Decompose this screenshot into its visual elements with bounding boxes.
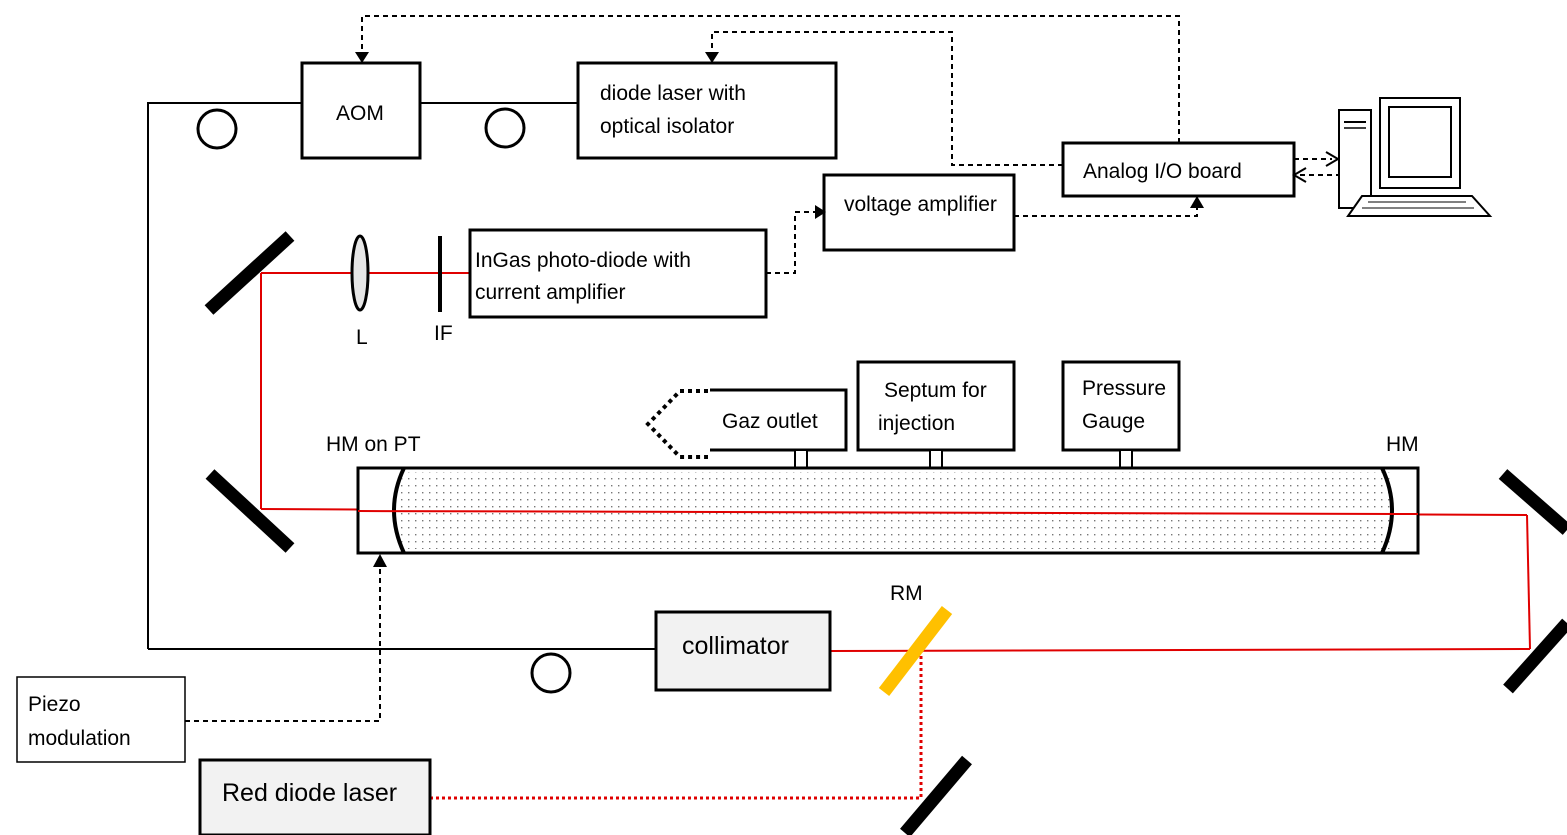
fiber-loop-3 bbox=[530, 652, 572, 694]
rm-label: RM bbox=[890, 582, 923, 605]
septum-box bbox=[856, 360, 1016, 452]
port-pressure-gauge bbox=[1119, 449, 1133, 469]
diode-laser-box bbox=[576, 61, 838, 160]
diode-laser-label-line-1: diode laser with bbox=[600, 82, 746, 105]
beam-in-cell bbox=[357, 510, 1419, 515]
voltage-amplifier-label: voltage amplifier bbox=[844, 193, 997, 216]
port-gaz-outlet bbox=[794, 449, 808, 469]
piezo-modulation-box bbox=[16, 676, 186, 763]
septum-label-1: Septum for bbox=[884, 379, 987, 402]
mirror-lower-left bbox=[205, 469, 295, 553]
aom-label: AOM bbox=[336, 102, 384, 125]
arrow-to-board bbox=[1292, 167, 1307, 183]
red-mirror-rm bbox=[878, 606, 953, 696]
red-diode-laser-box bbox=[198, 758, 432, 835]
piezo-label-1: Piezo bbox=[28, 693, 81, 716]
pressure-gauge-label-2: Gauge bbox=[1082, 410, 1145, 433]
hm-label: HM bbox=[1386, 433, 1419, 456]
arrow-to-cell bbox=[373, 554, 387, 567]
red-alignment-beam bbox=[430, 649, 923, 800]
arrow-to-analog-board bbox=[1190, 196, 1204, 208]
lens-l bbox=[350, 234, 370, 312]
fiber-path bbox=[147, 102, 657, 650]
photodiode-box bbox=[468, 228, 768, 319]
aom-box bbox=[300, 61, 422, 160]
gaz-outlet-arrow bbox=[645, 389, 708, 459]
port-septum bbox=[929, 449, 943, 469]
gas-cell-fill bbox=[400, 472, 1390, 549]
voltage-amplifier-box bbox=[822, 173, 1016, 252]
diode-laser-label-2: optical isolator bbox=[600, 115, 734, 138]
arrow-to-aom bbox=[355, 52, 369, 63]
photodiode-label-1: InGas photo-diode with bbox=[475, 249, 691, 272]
collimator-box bbox=[654, 610, 832, 692]
collimator-label: collimator bbox=[682, 632, 789, 660]
lens-label: L bbox=[356, 326, 368, 349]
arrow-to-voltage-amp bbox=[815, 205, 826, 219]
gaz-outlet-box bbox=[710, 390, 846, 450]
mirror-upper-left bbox=[204, 231, 295, 315]
photodiode-label-2: current amplifier bbox=[475, 281, 626, 304]
diode-laser-label-line-2: optical isolator bbox=[600, 115, 734, 138]
diode-laser-label: diode laser with bbox=[600, 82, 746, 105]
mirror-right-upper bbox=[1498, 469, 1567, 535]
analog-io-board-label: Analog I/O board bbox=[1083, 160, 1242, 183]
fiber-loop-2 bbox=[484, 107, 526, 149]
cavity-mirror-right bbox=[1380, 467, 1394, 554]
septum-label-2: injection bbox=[878, 412, 955, 435]
mirror-bottom bbox=[900, 755, 972, 835]
piezo-label-2: modulation bbox=[28, 727, 131, 750]
mirror-right-lower bbox=[1503, 618, 1567, 694]
gaz-outlet-label: Gaz outlet bbox=[722, 410, 818, 433]
analog-io-board-box bbox=[1061, 141, 1296, 198]
pressure-gauge-box bbox=[1061, 360, 1181, 452]
red-diode-laser-label: Red diode laser bbox=[222, 779, 397, 807]
filter-label: IF bbox=[434, 322, 453, 345]
arrow-to-diode-laser bbox=[705, 52, 719, 63]
hm-on-pt-label: HM on PT bbox=[326, 433, 421, 456]
computer-icon bbox=[1338, 97, 1493, 217]
gaz-outlet-box-outline bbox=[710, 388, 848, 452]
fiber-loop-1 bbox=[196, 108, 238, 150]
pressure-gauge-label-1: Pressure bbox=[1082, 377, 1166, 400]
